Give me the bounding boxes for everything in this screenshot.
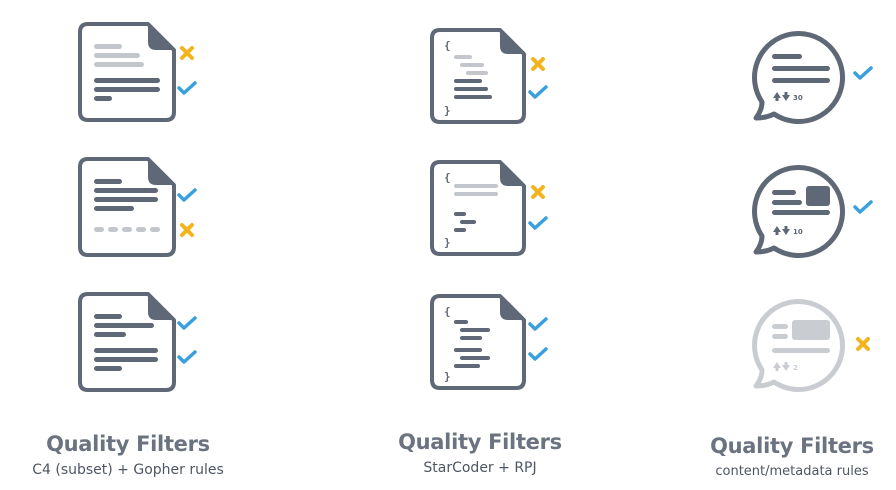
caption-column-1: Quality Filters C4 (subset) + Gopher rul… <box>0 432 256 478</box>
caption-title: Quality Filters <box>46 432 210 456</box>
vote-count: 30 <box>793 94 803 102</box>
check-icon <box>177 350 197 364</box>
svg-text:}: } <box>444 370 451 383</box>
check-icon <box>177 81 197 95</box>
svg-text:}: } <box>444 236 451 249</box>
caption-subtitle: C4 (subset) + Gopher rules <box>32 462 224 478</box>
check-icon <box>853 200 873 214</box>
check-icon <box>177 316 197 330</box>
vote-count: 10 <box>793 228 803 236</box>
cross-icon <box>180 223 194 237</box>
vote-count: 2 <box>793 364 798 372</box>
vote-arrows-icon <box>773 92 790 101</box>
vote-arrows-icon <box>773 226 790 235</box>
check-icon <box>853 66 873 80</box>
chat-bubble-icon-2: 10 <box>752 164 873 258</box>
check-icon <box>528 216 548 230</box>
code-file-icon-3: { } <box>430 294 548 390</box>
chat-bubble-icon-1: 30 <box>752 30 873 124</box>
cross-icon <box>856 337 870 351</box>
cross-icon <box>531 185 545 199</box>
svg-text:}: } <box>444 104 451 117</box>
check-icon <box>528 347 548 361</box>
vote-arrows-icon <box>773 362 790 371</box>
caption-subtitle: content/metadata rules <box>715 464 869 479</box>
caption-title: Quality Filters <box>398 430 562 454</box>
cross-icon <box>531 57 545 71</box>
check-icon <box>528 85 548 99</box>
svg-text:{: { <box>444 305 451 318</box>
code-file-icon-2: { } <box>430 160 548 256</box>
check-icon <box>528 317 548 331</box>
check-icon <box>177 188 197 202</box>
code-file-icon-1: { } <box>430 28 548 124</box>
svg-text:{: { <box>444 171 451 184</box>
document-icon-1 <box>78 22 197 122</box>
cross-icon <box>180 46 194 60</box>
caption-title: Quality Filters <box>710 434 874 458</box>
svg-text:{: { <box>444 39 451 52</box>
chat-bubble-icon-3: 2 <box>752 298 870 392</box>
document-icon-3 <box>78 292 197 392</box>
caption-subtitle: StarCoder + RPJ <box>423 460 537 476</box>
caption-column-2: Quality Filters StarCoder + RPJ <box>350 430 610 476</box>
caption-column-3: Quality Filters content/metadata rules <box>690 434 894 479</box>
document-icon-2 <box>78 157 197 257</box>
